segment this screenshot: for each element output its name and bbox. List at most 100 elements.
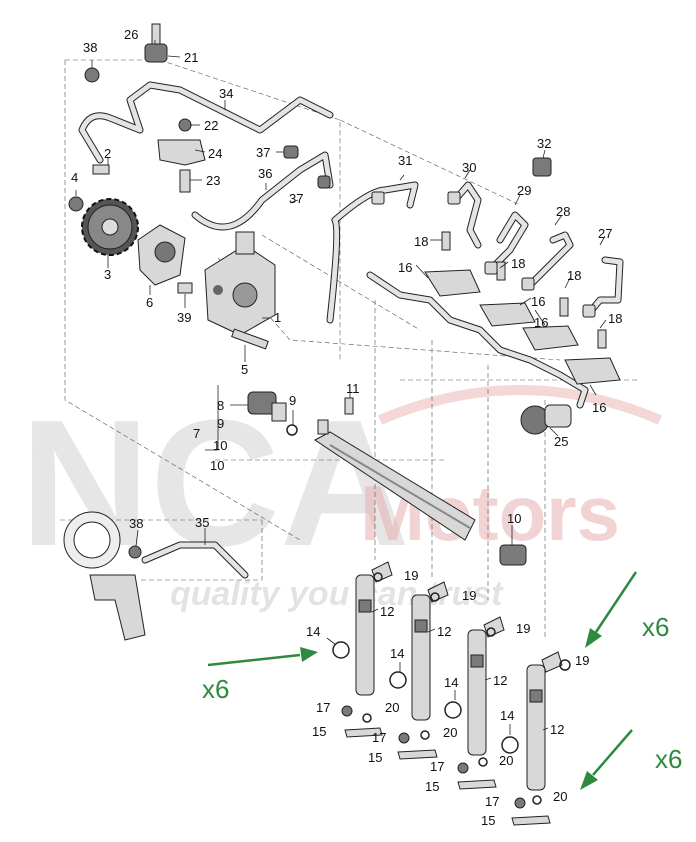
clamp-15-1 xyxy=(344,727,383,738)
leak-off-rail xyxy=(366,231,621,409)
callout-18-d: 18 xyxy=(608,311,622,326)
injector-4 xyxy=(501,651,571,826)
multiplier-label-right-bottom: x6 xyxy=(655,744,682,774)
nut-17-1 xyxy=(341,705,353,717)
watermark-swoosh xyxy=(378,385,662,425)
injectors xyxy=(332,561,571,826)
callout-15-4: 15 xyxy=(481,813,495,828)
callout-38-top: 38 xyxy=(83,40,97,55)
bolt-26 xyxy=(151,23,161,45)
callout-38-lower: 38 xyxy=(129,516,143,531)
callout-20-1: 20 xyxy=(385,700,399,715)
callout-37-a: 37 xyxy=(256,145,270,160)
bolt-18-d xyxy=(597,329,607,349)
callout-8: 8 xyxy=(217,398,224,413)
callout-19-4: 19 xyxy=(575,653,589,668)
multiplier-label-left: x6 xyxy=(202,674,229,704)
o-ring-14-4 xyxy=(501,736,519,754)
callout-16-a: 16 xyxy=(398,260,412,275)
nut-4 xyxy=(68,196,84,212)
plate-16-d xyxy=(564,357,621,385)
callout-35: 35 xyxy=(195,515,209,530)
callout-20-4: 20 xyxy=(553,789,567,804)
callout-21: 21 xyxy=(184,50,198,65)
hub-6 xyxy=(137,224,193,294)
fuel-return-lines xyxy=(78,81,334,579)
callout-24: 24 xyxy=(208,146,222,161)
callout-16-b: 16 xyxy=(531,294,545,309)
callout-6: 6 xyxy=(146,295,153,310)
fuel-rail xyxy=(314,397,527,566)
callout-12-4: 12 xyxy=(550,722,564,737)
bolt-39 xyxy=(177,282,193,294)
injector-3 xyxy=(444,616,505,790)
callout-15-2: 15 xyxy=(368,750,382,765)
callout-27: 27 xyxy=(598,226,612,241)
callout-3: 3 xyxy=(104,267,111,282)
callout-5: 5 xyxy=(241,362,248,377)
clamp-15-4 xyxy=(511,815,551,826)
callout-numbers: 26 21 38 34 22 24 23 37 36 37 2 4 3 6 39… xyxy=(71,27,622,828)
callout-7: 7 xyxy=(193,426,200,441)
bolt-18-b xyxy=(496,261,506,281)
bolt-5 xyxy=(231,328,269,350)
callout-18-a: 18 xyxy=(414,234,428,249)
callout-12-1: 12 xyxy=(380,604,394,619)
callout-16-d: 16 xyxy=(592,400,606,415)
callout-10-a: 10 xyxy=(213,438,227,453)
nut-22 xyxy=(178,118,192,132)
seal-19-4 xyxy=(559,659,571,671)
callout-14-4: 14 xyxy=(500,708,514,723)
clip-37-b xyxy=(317,175,331,189)
nut-17-4 xyxy=(514,797,526,809)
watermark-tagline: quality you can trust xyxy=(170,575,504,613)
nut-38-lower xyxy=(128,545,142,559)
callout-9-b: 9 xyxy=(217,416,224,431)
pressure-valve-25 xyxy=(520,404,572,435)
plate-16-c xyxy=(522,325,579,351)
callout-15-1: 15 xyxy=(312,724,326,739)
clamp-15-3 xyxy=(457,779,497,790)
callout-11: 11 xyxy=(346,381,360,396)
callout-10-c: 10 xyxy=(210,458,224,473)
seal-20-3 xyxy=(478,757,488,767)
callout-29: 29 xyxy=(517,183,531,198)
callout-14-3: 14 xyxy=(444,675,458,690)
sensor-10 xyxy=(499,544,527,566)
callout-34: 34 xyxy=(219,86,233,101)
callout-18-b: 18 xyxy=(511,256,525,271)
seal-19-1 xyxy=(373,572,383,582)
injector-1 xyxy=(332,561,393,738)
bolt-2 xyxy=(92,164,110,175)
callout-19-3: 19 xyxy=(516,621,530,636)
clip-21 xyxy=(144,43,168,63)
cap-32 xyxy=(532,157,552,177)
seal-9 xyxy=(286,424,298,436)
reference-lines xyxy=(60,59,640,640)
callout-14-1: 14 xyxy=(306,624,320,639)
bolt-18-c xyxy=(559,297,569,317)
callout-22: 22 xyxy=(204,118,218,133)
multiplier-arrows xyxy=(207,571,638,790)
o-ring-14-2 xyxy=(389,671,407,689)
callout-19-2: 19 xyxy=(462,588,476,603)
callout-4: 4 xyxy=(71,170,78,185)
bolt-11 xyxy=(344,397,354,415)
bolt-18-a xyxy=(441,231,451,251)
callout-16-c: 16 xyxy=(534,315,548,330)
callout-30: 30 xyxy=(462,160,476,175)
clamp-15-2 xyxy=(397,749,438,760)
callout-37-b: 37 xyxy=(289,191,303,206)
callout-20-3: 20 xyxy=(499,753,513,768)
callout-17-1: 17 xyxy=(316,700,330,715)
callout-19-1: 19 xyxy=(404,568,418,583)
injector-lines xyxy=(326,157,624,324)
stud-23 xyxy=(179,169,191,193)
leader-lines xyxy=(75,40,607,735)
callout-18-c: 18 xyxy=(567,268,581,283)
seal-20-1 xyxy=(362,713,372,723)
seal-20-2 xyxy=(420,730,430,740)
injector-2 xyxy=(389,581,449,760)
callout-14-2: 14 xyxy=(390,646,404,661)
